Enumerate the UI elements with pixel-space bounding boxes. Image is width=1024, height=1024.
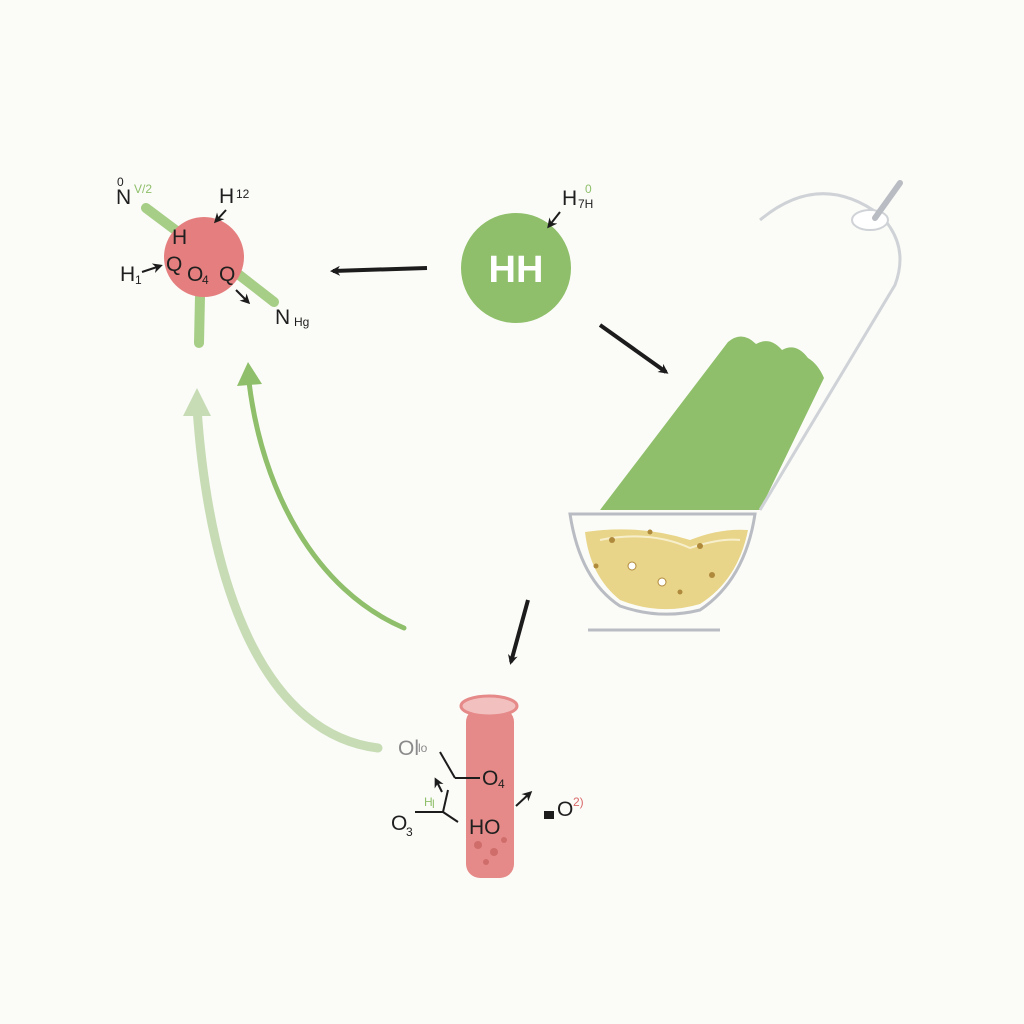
tube-label-o3-sub: 3	[406, 825, 413, 839]
hh-label: H	[562, 187, 577, 210]
tube-dot	[474, 841, 482, 849]
hh-text: HH	[489, 249, 544, 291]
label-ox-sub: 4	[202, 273, 209, 287]
particle	[609, 537, 615, 543]
hh-label-arrow	[547, 211, 561, 229]
label-ox: O	[187, 263, 203, 286]
return-arrow-dark-head	[237, 362, 262, 386]
particle	[593, 563, 599, 569]
tube-dot	[501, 837, 507, 843]
particle	[657, 577, 667, 587]
tube-bond-block	[544, 811, 554, 819]
red-tube-cap	[459, 694, 519, 718]
tube-label-green-h-sub: l	[432, 797, 435, 811]
tube-label-o2-sup: 2)	[573, 795, 584, 809]
arrow-right	[235, 289, 251, 305]
test-tube-mouth	[851, 209, 889, 231]
tube-label-ol: Ol	[398, 737, 419, 760]
red-tube-icon: Ol lo O 4 H l HO O 3 O 2)	[391, 694, 584, 878]
return-arrow-dark	[246, 379, 407, 631]
bond-right	[233, 269, 279, 307]
particle	[697, 543, 703, 549]
return-arrow-light-head	[183, 388, 211, 416]
tube-label-green-h: H	[424, 795, 433, 809]
label-q1: Q	[166, 253, 182, 276]
arrow-hh-to-molecule	[330, 265, 428, 276]
bubble	[805, 361, 811, 367]
tube-dot	[483, 859, 489, 865]
bubble	[801, 369, 805, 373]
test-tube-rod	[872, 180, 903, 221]
label-left: H	[120, 263, 135, 286]
tube-label-ol-sub: lo	[418, 741, 428, 755]
bond-bottom	[194, 291, 205, 348]
hh-molecule: HH H 7H 0	[461, 182, 593, 323]
beaker-icon	[568, 512, 757, 632]
tube-label-o2: O	[557, 798, 573, 821]
beaker-liquid-line	[599, 535, 741, 550]
particle	[647, 529, 653, 535]
tube-label-o4-sub: 4	[498, 777, 505, 791]
tube-bond	[442, 789, 449, 813]
label-top-sub: 12	[236, 187, 250, 201]
tube-arrow	[434, 777, 444, 793]
particle	[677, 589, 683, 595]
label-top-left: N	[116, 186, 131, 209]
hh-circle	[461, 213, 571, 323]
hh-label-sup: 0	[585, 182, 592, 196]
tube-label-o4: O	[482, 767, 498, 790]
test-tube-liquid	[600, 336, 824, 510]
beaker-liquid	[585, 529, 748, 610]
tube-label-o3: O	[391, 812, 407, 835]
label-top-left-green: V/2	[134, 182, 152, 196]
label-left-sub: 1	[135, 273, 142, 287]
hh-label-sub: 7H	[578, 197, 593, 211]
particle	[627, 561, 637, 571]
molecule-left: 0 N V/2 H 12 H H 1 Q O 4 Q N Hg	[116, 175, 309, 348]
arrow-top	[213, 209, 227, 224]
arrow-left	[141, 263, 163, 273]
tube-bond	[439, 751, 456, 779]
label-right-sub: Hg	[294, 315, 309, 329]
label-right: N	[275, 306, 290, 329]
bond-top-left	[141, 203, 183, 237]
arrow-beaker-to-redtube	[508, 599, 530, 665]
label-top: H	[219, 185, 234, 208]
beaker-outline	[568, 512, 757, 616]
central-atom	[164, 217, 244, 297]
particle	[709, 572, 715, 578]
label-inner-h: H	[172, 226, 187, 249]
red-tube-body	[466, 708, 514, 878]
tube-arrow	[515, 790, 533, 807]
label-top-left-sup: 0	[117, 175, 124, 189]
label-q2: Q	[219, 263, 235, 286]
test-tube-icon	[600, 180, 903, 511]
tube-label-inner: HO	[469, 816, 501, 839]
tube-bond	[442, 811, 459, 823]
bubble	[797, 353, 803, 359]
arrow-hh-to-tube	[598, 323, 669, 374]
return-arrow-light	[192, 403, 383, 753]
tube-dot	[490, 848, 498, 856]
